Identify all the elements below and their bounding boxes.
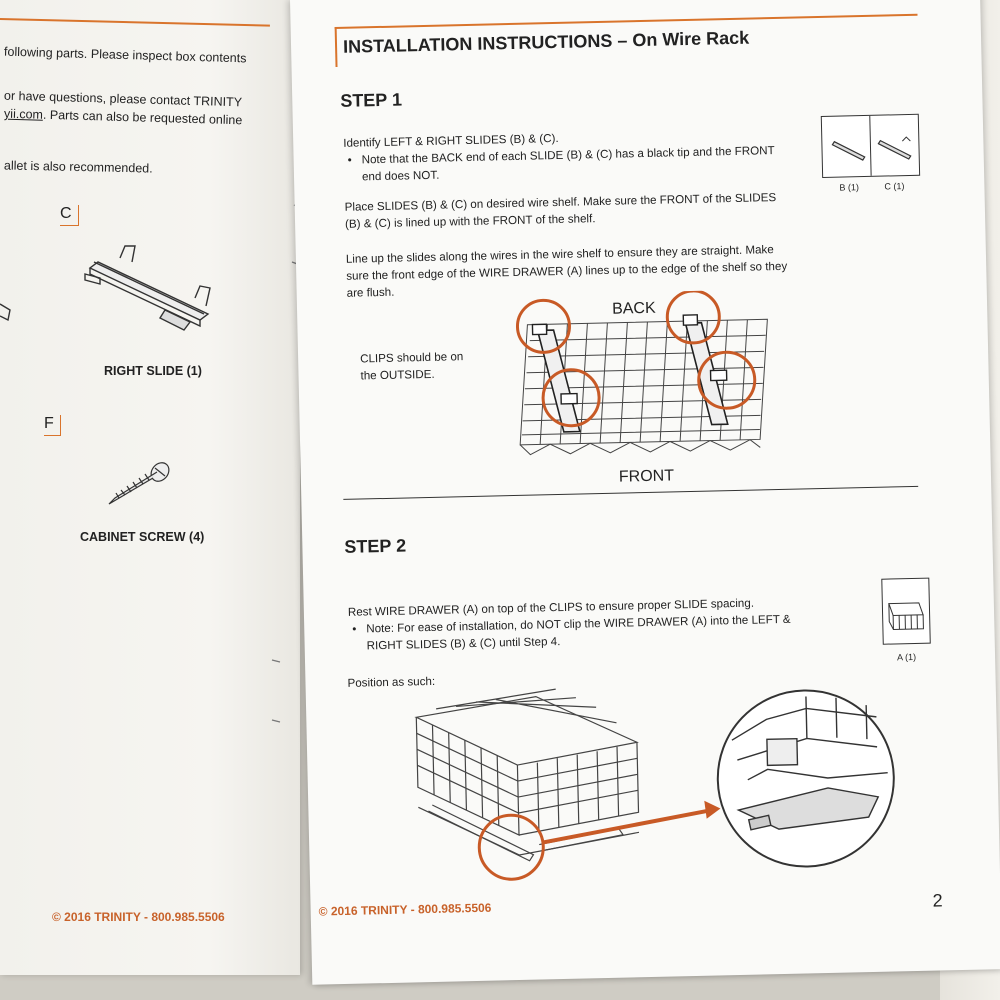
thumb-a-label: A (1): [896, 651, 917, 663]
right-page: INSTALLATION INSTRUCTIONS – On Wire Rack…: [290, 0, 1000, 985]
thumb-c-label: C (1): [884, 181, 905, 192]
step2-heading: STEP 2: [344, 535, 407, 557]
mallet-text: allet is also recommended.: [3, 158, 153, 176]
diagram-front-label: FRONT: [618, 467, 675, 486]
drawer-position-diagram: [414, 688, 895, 881]
step1-p2: Place SLIDES (B) & (C) on desired wire s…: [344, 191, 777, 231]
clips-callout: CLIPS should be on the OUTSIDE.: [360, 350, 464, 383]
step2-text: Rest WIRE DRAWER (A) on top of the CLIPS…: [348, 593, 809, 654]
left-slide-partial-illustration: [0, 303, 11, 322]
title-rule-left: [334, 26, 338, 67]
thumb-b-label: B (1): [839, 182, 860, 193]
slides-thumbnail: [820, 113, 921, 178]
part-c-label: RIGHT SLIDE (1): [104, 364, 202, 378]
left-page-top-rule: [0, 18, 270, 27]
drawer-thumbnail-drawing: [888, 602, 924, 630]
part-f-label: CABINET SCREW (4): [80, 530, 205, 544]
website-link[interactable]: yii.com: [3, 106, 44, 122]
drawer-thumbnail: [881, 577, 931, 645]
page-number: 2: [932, 890, 943, 911]
title-rule-top: [334, 13, 918, 29]
step1-identify-text: Identify LEFT & RIGHT SLIDES (B) & (C). …: [343, 125, 794, 186]
cabinet-screw-illustration: [108, 462, 170, 505]
questions-text: or have questions, please contact TRINIT…: [3, 88, 243, 110]
url-line-rest: . Parts can also be requested online: [42, 107, 243, 128]
right-page-footer: © 2016 TRINITY - 800.985.5506: [318, 900, 492, 919]
left-page: following parts. Please inspect box cont…: [0, 0, 300, 975]
url-line: yii.com. Parts can also be requested onl…: [4, 107, 243, 128]
part-c-letter: C: [60, 205, 79, 226]
slides-thumbnail-drawing: [831, 115, 912, 176]
step-separator: [343, 485, 919, 500]
right-slide-illustration: [84, 245, 211, 331]
page-title: INSTALLATION INSTRUCTIONS – On Wire Rack: [342, 27, 750, 57]
wire-rack-diagram: [515, 289, 768, 456]
part-f-letter: F: [44, 415, 61, 436]
step1-heading: STEP 1: [340, 89, 403, 111]
left-page-footer: © 2016 TRINITY - 800.985.5506: [52, 910, 225, 924]
parts-text: following parts. Please inspect box cont…: [3, 44, 247, 66]
